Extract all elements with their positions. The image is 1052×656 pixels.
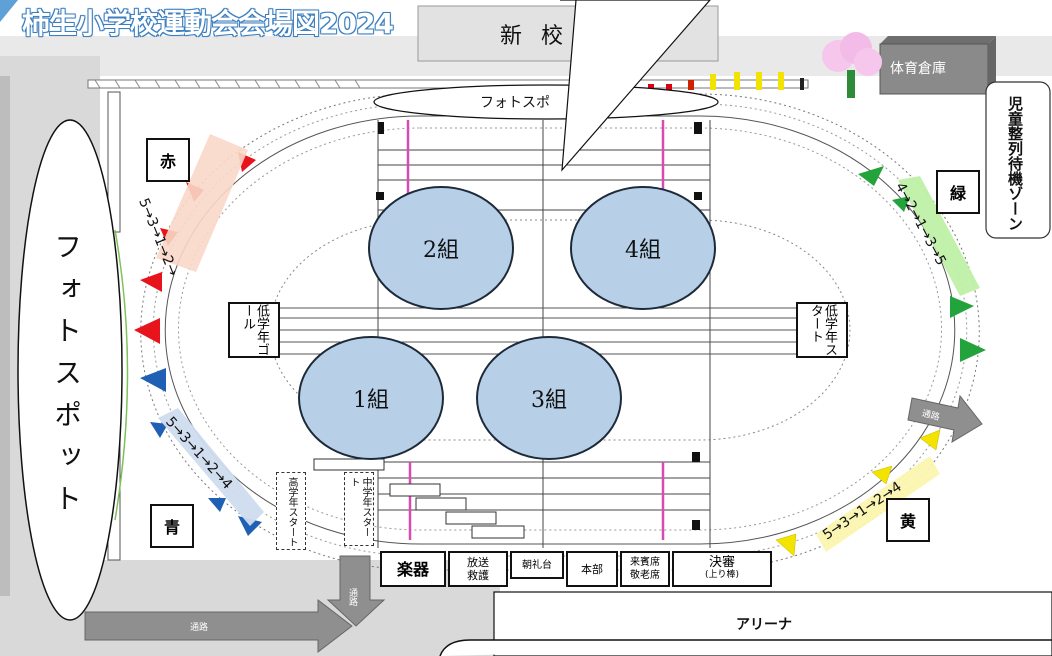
tent-broadcast-sub: 救護 bbox=[467, 569, 489, 582]
tent-headquarters-label: 本部 bbox=[581, 562, 603, 576]
left-photo-spot-green bbox=[114, 229, 129, 521]
map-title: 柿生小学校運動会会場図2024 bbox=[22, 7, 394, 40]
storage-label: 体育倉庫 bbox=[890, 61, 946, 77]
start-steps bbox=[313, 458, 525, 539]
fence-hatching bbox=[94, 79, 361, 89]
blue-flags bbox=[140, 368, 262, 536]
top-photo-spot-label: フォトスポ bbox=[480, 95, 550, 111]
tent-finals-sub: (上り棒) bbox=[704, 570, 740, 580]
low-start-label: 低学年スタート bbox=[796, 302, 848, 358]
bottom-left-arrow bbox=[84, 598, 353, 654]
high-start-text: 高学年スタート bbox=[286, 477, 297, 547]
tent-podium[interactable]: 朝礼台 bbox=[510, 551, 564, 579]
low-goal-text: 低学年ゴール bbox=[240, 304, 269, 356]
group-1-circle[interactable]: 1組 bbox=[298, 336, 444, 460]
right-arrow bbox=[907, 394, 983, 443]
corner-marks bbox=[376, 122, 702, 530]
storage-building bbox=[879, 43, 989, 95]
yellow-order-ribbon bbox=[816, 456, 940, 552]
top-posts bbox=[648, 72, 804, 90]
bottom-down-passage-label: 通路 bbox=[347, 588, 357, 606]
tent-headquarters[interactable]: 本部 bbox=[566, 551, 618, 587]
low-goal-label: 低学年ゴール bbox=[228, 302, 280, 358]
storage-roof bbox=[880, 36, 996, 44]
bottom-left-passage-label: 通路 bbox=[190, 623, 209, 633]
mid-start-label: 中学年スタート bbox=[344, 472, 374, 546]
blue-order-ribbon bbox=[158, 408, 264, 526]
group-4-circle[interactable]: 4組 bbox=[570, 186, 716, 310]
team-green-box: 緑 bbox=[936, 170, 980, 214]
arena-label: アリーナ bbox=[736, 617, 792, 633]
red-order-ribbon bbox=[156, 134, 248, 272]
tent-broadcast[interactable]: 放送 救護 bbox=[448, 551, 508, 587]
mid-start-text: 中学年スタート bbox=[348, 477, 371, 537]
team-blue-box: 青 bbox=[150, 504, 194, 548]
tent-broadcast-label: 放送 bbox=[467, 556, 489, 569]
left-photo-spot-label: フォトスポット bbox=[50, 232, 83, 526]
tent-guests-label: 来賓席 bbox=[630, 557, 660, 568]
left-wall bbox=[0, 76, 10, 596]
group-3-circle[interactable]: 3組 bbox=[476, 336, 622, 460]
tent-guests[interactable]: 来賓席 敬老席 bbox=[620, 551, 670, 587]
tent-finals[interactable]: 決審 (上り棒) bbox=[672, 551, 772, 587]
yellow-flags bbox=[775, 429, 941, 557]
green-flags bbox=[858, 166, 986, 362]
tent-guests-sub: 敬老席 bbox=[630, 570, 660, 581]
team-yellow-box: 黄 bbox=[886, 498, 930, 542]
left-photo-spot-ellipse bbox=[17, 119, 123, 621]
callout-pointer bbox=[560, 0, 711, 172]
bottom-bubble bbox=[439, 639, 1052, 656]
track-inner bbox=[269, 219, 851, 441]
corner-badge bbox=[0, 0, 18, 22]
cherry-tree-icon bbox=[822, 32, 882, 98]
tent-instruments-label: 楽器 bbox=[396, 559, 429, 579]
top-photo-spot-ellipse bbox=[373, 84, 719, 120]
storage-side bbox=[988, 36, 996, 94]
waiting-zone-label: 児童整列待機ゾーン bbox=[1006, 96, 1024, 231]
low-start-text: 低学年スタート bbox=[808, 304, 837, 356]
tent-instruments[interactable]: 楽器 bbox=[380, 551, 446, 587]
bottom-down-arrow bbox=[326, 555, 386, 627]
waiting-zone-box bbox=[985, 81, 1051, 239]
team-red-box: 赤 bbox=[146, 138, 190, 182]
high-start-label: 高学年スタート bbox=[276, 472, 306, 550]
tent-podium-label: 朝礼台 bbox=[522, 559, 552, 571]
new-school-label: 新 校 bbox=[500, 24, 569, 49]
group-2-circle[interactable]: 2組 bbox=[368, 186, 514, 310]
green-order-ribbon bbox=[898, 176, 980, 296]
tent-finals-label: 決審 bbox=[708, 555, 735, 570]
